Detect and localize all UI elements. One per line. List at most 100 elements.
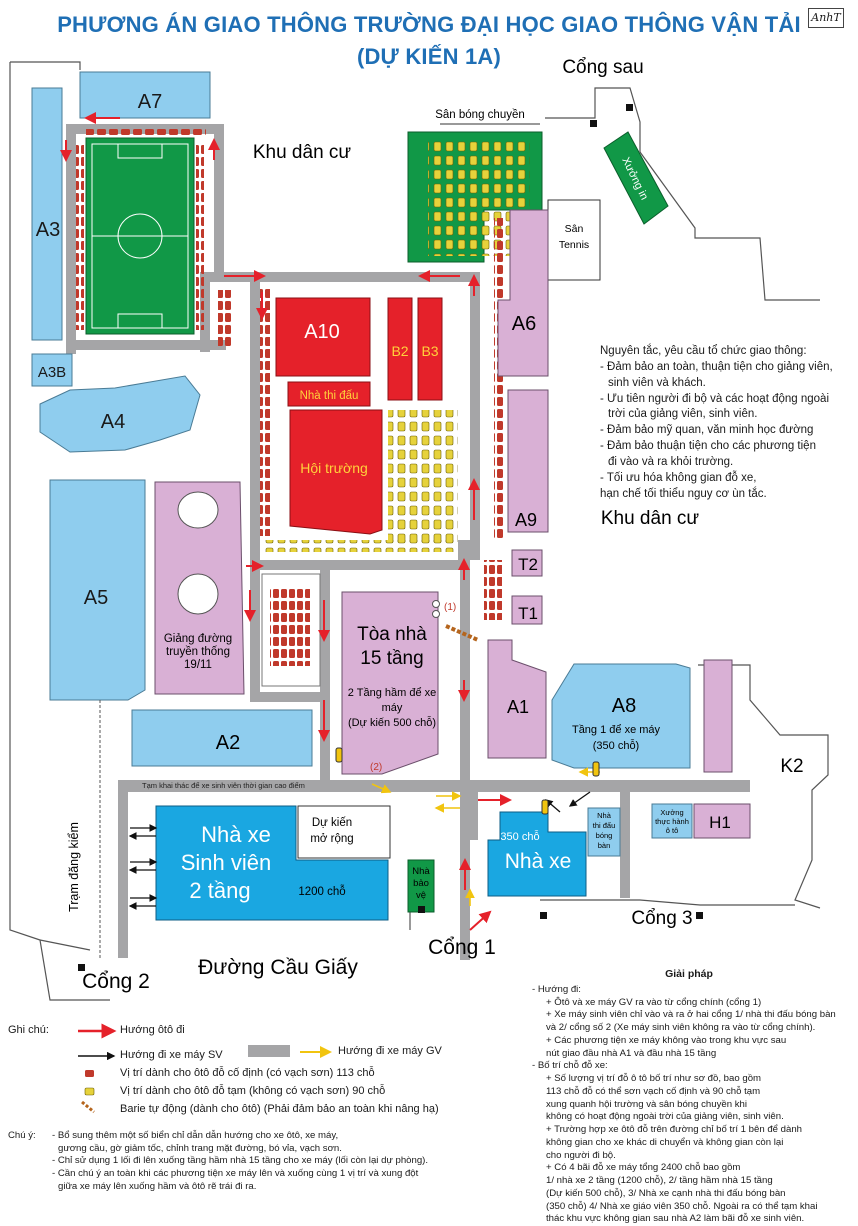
author-badge: AnhT [808, 8, 844, 28]
building-15-tang: Tòa nhà 15 tầng 2 Tầng hầm để xe máy (Dự… [341, 591, 439, 775]
label-cong-sau: Cổng sau [562, 57, 643, 78]
san-bong-chuyen: Sân bóng chuyền [407, 109, 543, 263]
solution-line: 113 chỗ đỗ có thể sơn vạch cố định và 90… [546, 1085, 761, 1097]
nha-xe-sv-2: Sinh viên [181, 850, 272, 875]
du-kien-mo-rong: Dự kiến mở rộng [297, 805, 391, 859]
building-narrow-east [703, 659, 733, 773]
ham-line2: máy [382, 702, 403, 714]
label-b2: B2 [391, 343, 408, 359]
legend-barrier: Barie tự động (dành cho ôtô) (Phải đảm b… [120, 1103, 439, 1115]
solution-line: cho người đi bộ. [546, 1149, 616, 1161]
gate-post [418, 906, 425, 913]
barrier-post-1 [432, 600, 440, 608]
footnote-line: gương cầu, gờ giảm tốc, chỉnh trang mặt … [58, 1142, 342, 1154]
footnote-line: - Bổ sung thêm một số biển chỉ dẫn dẫn h… [52, 1130, 339, 1141]
solution-line: + Ôtô và xe máy GV ra vào từ cổng chính … [546, 996, 762, 1008]
label-tennis-2: Tennis [559, 239, 589, 251]
ntd-4: bàn [598, 841, 611, 850]
xuong-th-1: Xưởng [660, 808, 683, 817]
footnotes: Chú ý: - Bổ sung thêm một số biển chỉ dẫ… [8, 1130, 508, 1193]
ntd-1: Nhà [597, 811, 612, 820]
solution-line: và 2/ cổng số 2 (Xe máy sinh viên không … [546, 1022, 816, 1034]
solution-line: + Có 4 bãi đỗ xe máy tổng 2400 chỗ bao g… [546, 1162, 741, 1174]
building-a10: A10 [275, 297, 371, 377]
gate-barrier-yellow [592, 761, 600, 777]
building-a2: A2 [131, 709, 313, 767]
temp-parking-hoi-truong [388, 410, 458, 542]
solution-line: + Trường hợp xe ôtô đỗ trên đường chỉ bố… [546, 1124, 803, 1136]
solution-line: không có hoạt động ngoài trời của giảng … [546, 1111, 784, 1123]
solution-line: - Hướng đi: [532, 983, 581, 995]
label-a5: A5 [84, 587, 108, 609]
road-network [66, 124, 750, 960]
solution-heading: Giải pháp [665, 968, 713, 980]
bao-ve-2: bảo [413, 878, 429, 889]
label-t2: T2 [518, 555, 538, 574]
label-khu-dan-cu-2: Khu dân cư [601, 508, 700, 529]
building-giang-duong: Giảng đường truyền thống 19/11 [154, 481, 245, 695]
label-tram-dang-kiem: Trạm đăng kiểm [67, 822, 81, 912]
label-1200-cho: 1200 chỗ [298, 885, 345, 898]
label-a7: A7 [138, 91, 162, 113]
nha-xe-giao-vien: 350 chỗ Nhà xe [487, 811, 587, 897]
solution-box: Giải pháp - Hướng đi: + Ôtô và xe máy GV… [528, 968, 850, 1226]
principle-line: - Ưu tiên người đi bộ và các hoạt động n… [600, 392, 830, 405]
principle-line: - Đảm bảo thuận tiện cho các phương tiện [600, 440, 816, 453]
building-t2: T2 [511, 549, 543, 577]
nha-bao-ve: Nhà bảo vệ [407, 859, 435, 913]
map-subtitle: (DỰ KIẾN 1A) [356, 44, 502, 69]
label-a10: A10 [304, 321, 340, 343]
building-a1: A1 [487, 639, 547, 759]
gate-post [626, 104, 633, 111]
principle-line: đi vào và ra khỏi trường. [608, 456, 734, 469]
barrier-post-2 [432, 610, 440, 618]
label-a8: A8 [612, 695, 636, 717]
label-duong-cau-giay: Đường Cầu Giấy [198, 956, 358, 979]
a8-note-1: Tầng 1 để xe máy [572, 724, 661, 736]
principle-line: - Tối ưu hóa không gian đỗ xe, [600, 471, 757, 484]
building-a3b: A3B [31, 353, 73, 387]
footnote-label: Chú ý: [8, 1130, 36, 1141]
campus-boundary [9, 61, 829, 1001]
principle-line: sinh viên và khách. [608, 376, 706, 389]
solution-line: + Các phương tiện xe máy không vào trong… [546, 1034, 787, 1046]
parking-small-lot [270, 586, 310, 666]
toa-nha-line2: 15 tầng [360, 648, 423, 669]
label-a4: A4 [101, 411, 125, 433]
label-a1: A1 [507, 697, 529, 717]
parking-strip-west [260, 286, 270, 536]
giang-duong-line2: truyền thống [166, 646, 230, 658]
label-cong-2: Cổng 2 [82, 970, 150, 993]
label-h1: H1 [709, 813, 731, 832]
a8-note-2: (350 chỗ) [593, 739, 639, 752]
gate-post [78, 964, 85, 971]
legend-fixed-parking: Vị trí dành cho ôtô đỗ cố định (có vạch … [120, 1067, 375, 1079]
label-san-bong-chuyen: Sân bóng chuyền [435, 109, 525, 121]
parking-strip-a6 [494, 218, 504, 538]
solution-line: (350 chỗ) 4/ Nhà xe giáo viên 350 chỗ. N… [546, 1200, 818, 1212]
legend-sv-motorbike: Hướng đi xe máy SV [120, 1049, 223, 1061]
marker-1: (1) [444, 602, 456, 613]
label-tennis-1: Sân [565, 223, 584, 235]
footnote-line: - Chỉ sử dụng 1 lối đi lên xuống tầng hầ… [52, 1155, 429, 1167]
label-cong-3: Cổng 3 [631, 908, 692, 929]
nha-xe-sinh-vien: Nhà xe Sinh viên 2 tầng 1200 chỗ [155, 805, 389, 921]
ham-line3: (Dự kiến 500 chỗ) [348, 716, 436, 729]
building-a5: A5 [49, 479, 146, 701]
label-tam-khai-thac: Tạm khai thác để xe sinh viên thời gian … [142, 781, 305, 790]
solution-line: (Dự kiến 500 chỗ), 3/ Nhà xe cạnh nhà th… [546, 1187, 786, 1199]
temp-parking-south [264, 540, 454, 552]
legend-symbols [78, 1023, 332, 1114]
ham-line1: 2 Tầng hầm để xe [348, 687, 436, 699]
du-kien-1: Dự kiến [312, 817, 352, 829]
principles-heading: Nguyên tắc, yêu cầu tổ chức giao thông: [600, 345, 807, 357]
gate-barrier-yellow [541, 799, 549, 815]
label-k2: K2 [780, 756, 803, 777]
label-a2: A2 [216, 732, 240, 754]
gate-post [590, 120, 597, 127]
building-hoi-truong: Hội trường [289, 409, 383, 535]
principles-box: Nguyên tắc, yêu cầu tổ chức giao thông: … [600, 344, 850, 503]
du-kien-2: mở rộng [310, 833, 353, 845]
label-b3: B3 [421, 343, 438, 359]
